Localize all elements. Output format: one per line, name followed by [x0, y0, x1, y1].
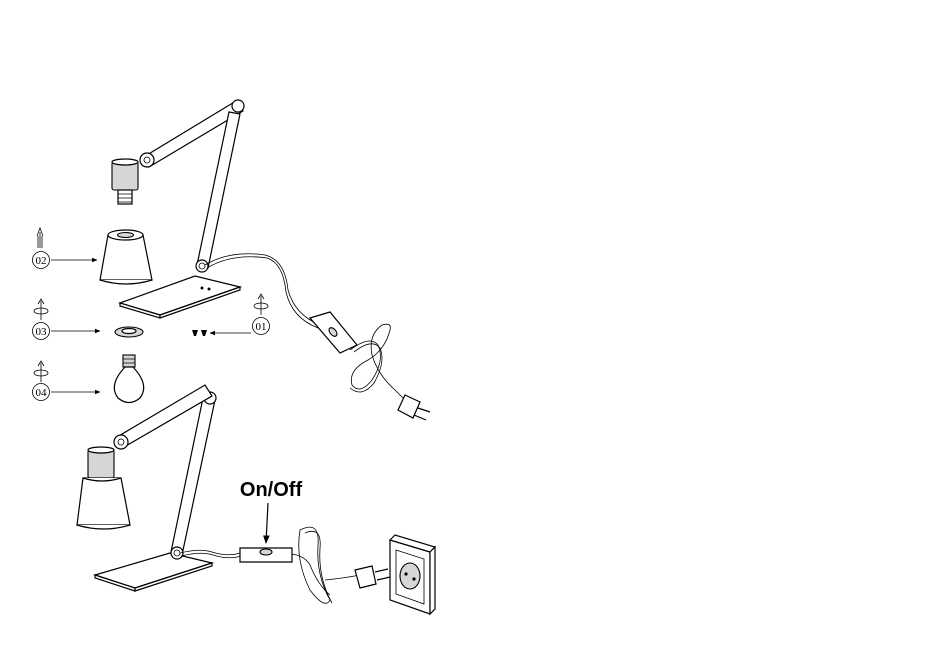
- step-03-callout: 03: [33, 299, 101, 340]
- rotate-icon: [254, 294, 268, 315]
- down-arrow-icon: [266, 503, 268, 543]
- assembled-lamp: [77, 385, 216, 591]
- lamp-shade: [100, 230, 152, 284]
- on-off-callout: On/Off: [240, 479, 303, 543]
- screws: [192, 330, 207, 336]
- wall-socket: [390, 535, 435, 614]
- top-lamp-arm: [140, 100, 244, 272]
- step-01-callout: 01: [210, 294, 270, 335]
- step-03-label: 03: [36, 326, 48, 338]
- shade-ring: [115, 327, 143, 337]
- step-02-callout: 02: [33, 228, 98, 269]
- on-off-label: On/Off: [240, 479, 303, 501]
- top-power-cord: [205, 254, 430, 420]
- step-04-label: 04: [36, 387, 48, 399]
- up-arrow-icon: [37, 228, 43, 248]
- step-04-callout: 04: [33, 361, 101, 401]
- rotate-icon: [34, 299, 48, 320]
- step-02-label: 02: [36, 255, 47, 267]
- light-bulb: [114, 355, 143, 403]
- top-lamp-socket: [112, 159, 138, 204]
- step-01-label: 01: [256, 321, 267, 333]
- rotate-icon: [34, 361, 48, 382]
